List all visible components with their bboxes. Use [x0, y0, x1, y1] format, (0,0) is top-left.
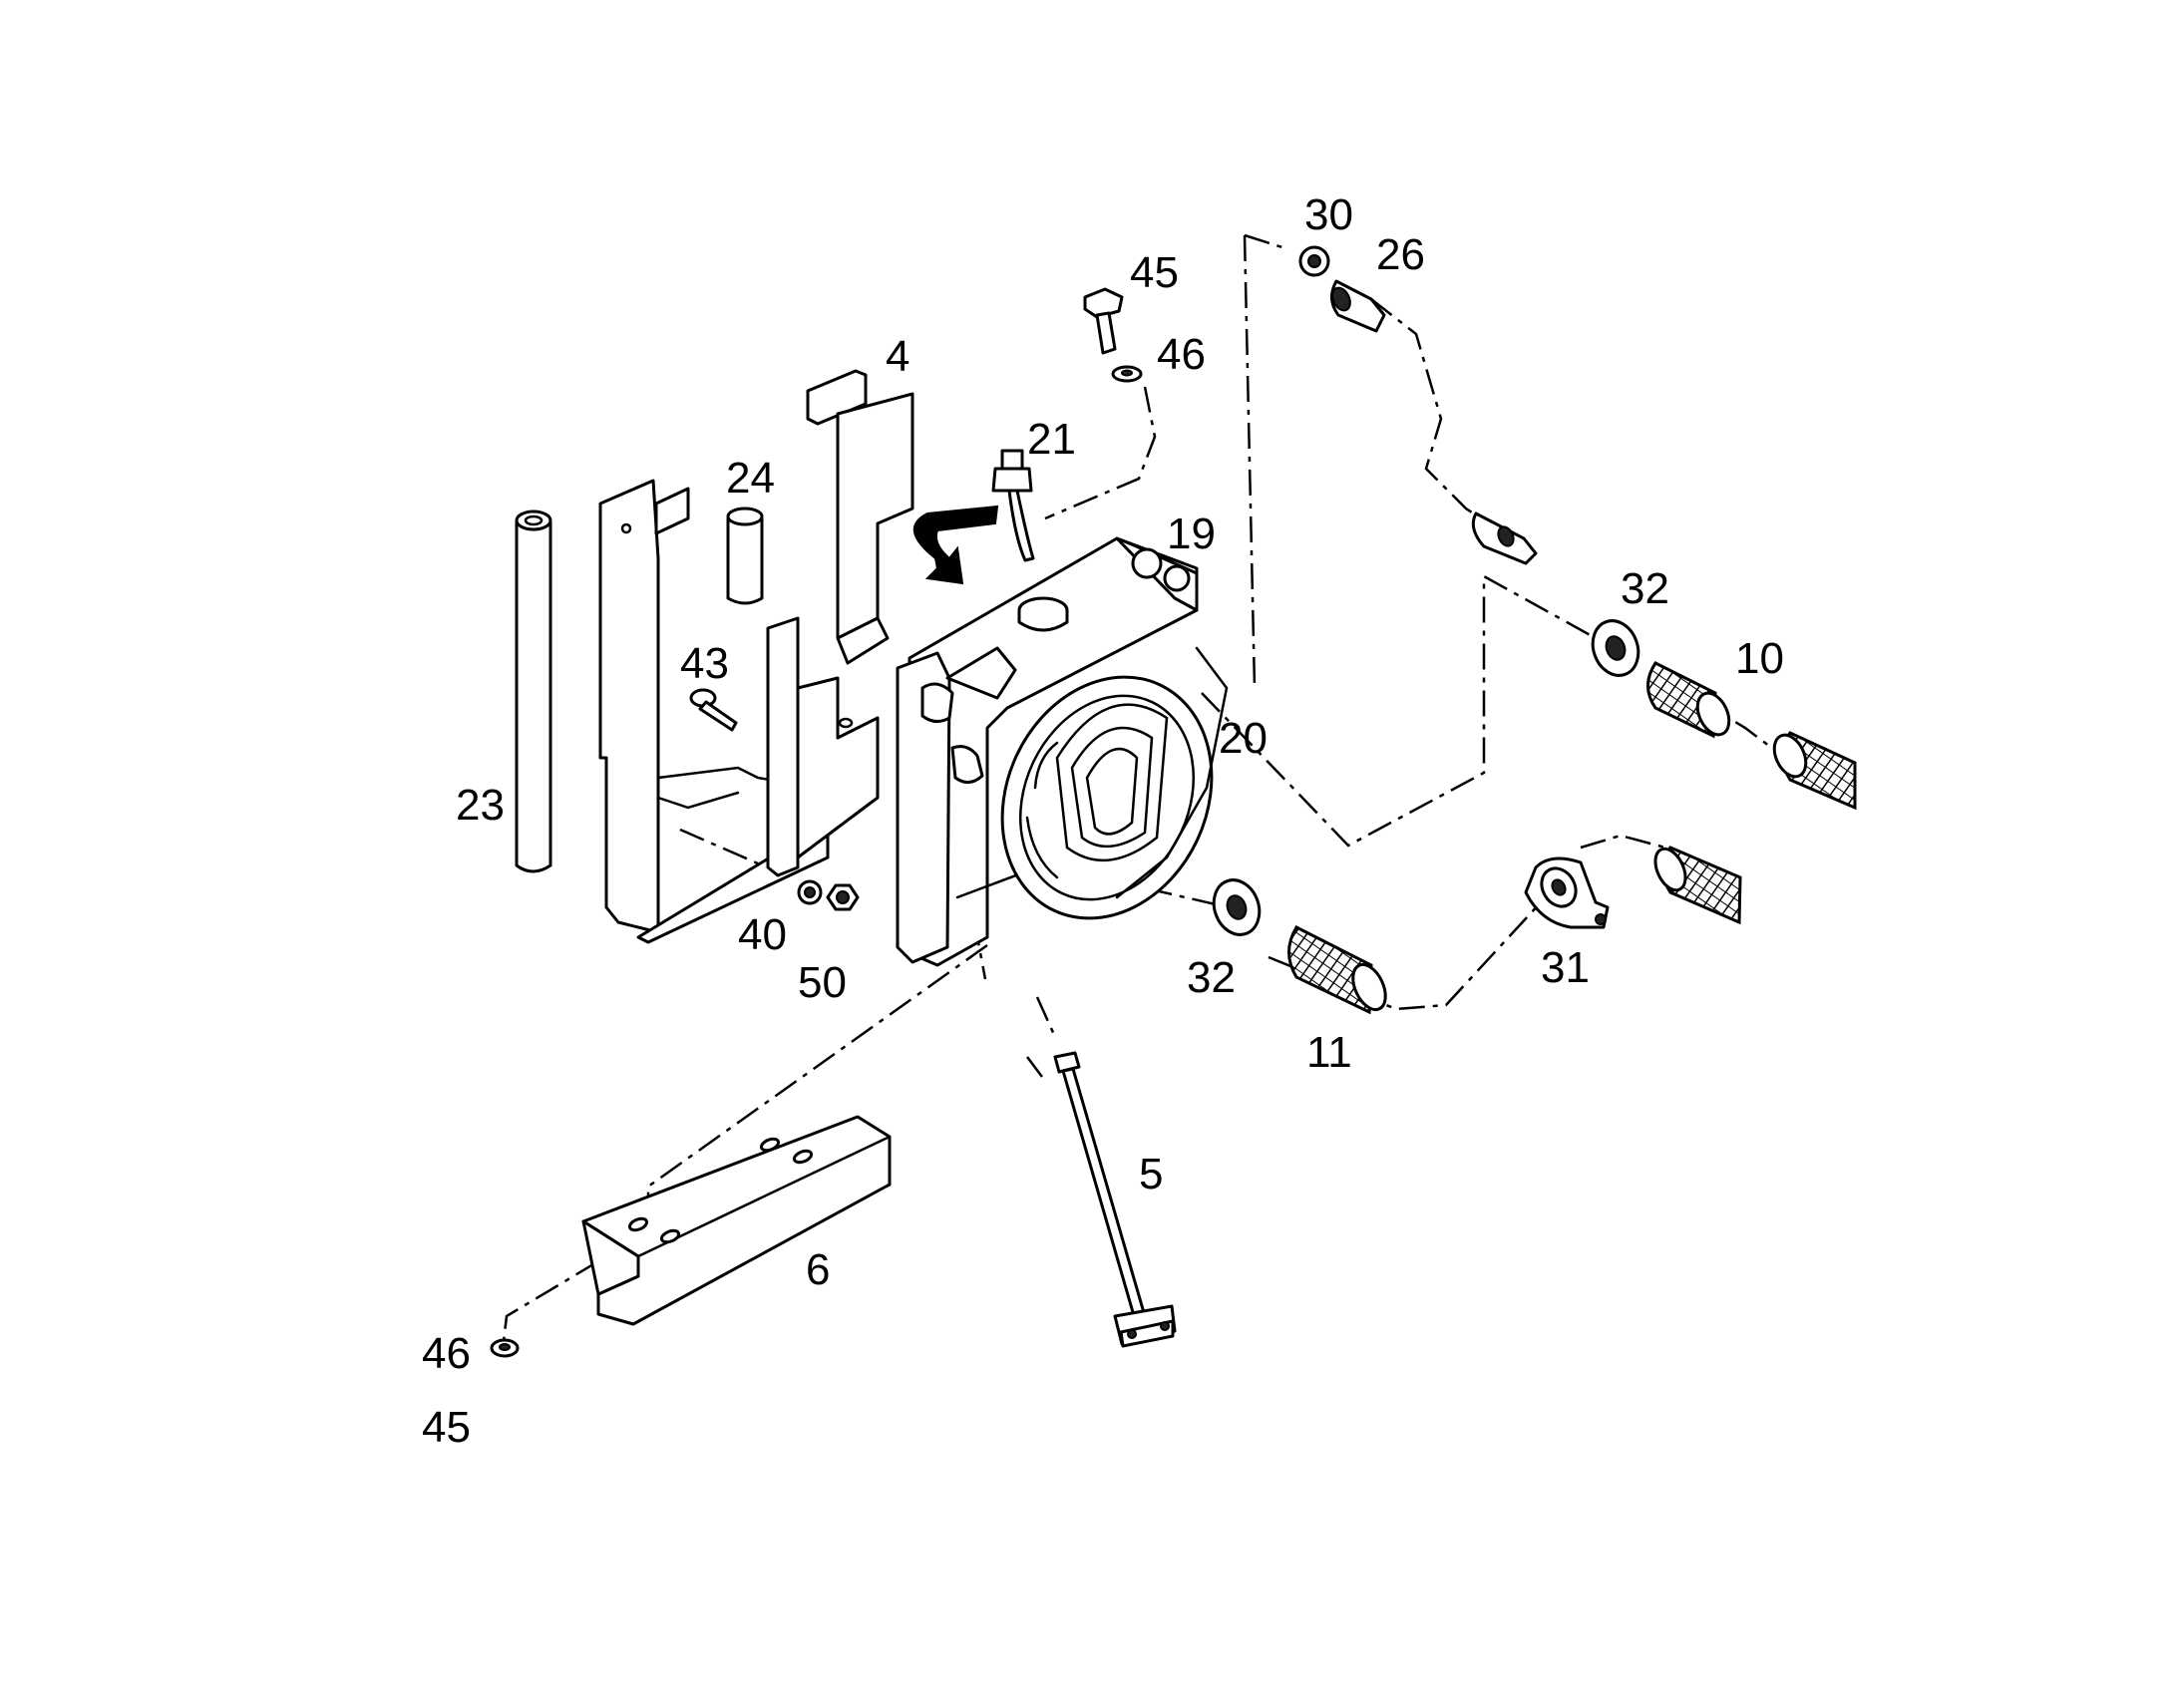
callout-6: 6 — [806, 1245, 830, 1294]
part-21-sensor — [991, 449, 1035, 562]
part-45-bolt-top — [1083, 287, 1124, 355]
part-24-spacer — [726, 507, 764, 605]
callout-24: 24 — [726, 454, 775, 503]
callout-30: 30 — [1304, 190, 1353, 239]
callout-46-bottom: 46 — [422, 1329, 471, 1378]
callout-11: 11 — [1306, 1028, 1352, 1077]
part-6-channel-bracket — [581, 1115, 892, 1326]
part-32-ring-lower — [1212, 878, 1262, 936]
part-30-clamp — [1298, 245, 1330, 277]
direction-arrow — [912, 505, 999, 585]
part-43-bolt — [689, 688, 738, 732]
part-40-washer — [797, 879, 823, 905]
part-50-nut — [826, 883, 860, 911]
callout-5: 5 — [1139, 1150, 1163, 1198]
part-32-ring-upper — [1591, 619, 1640, 677]
callout-50: 50 — [798, 958, 847, 1007]
callout-19: 19 — [1167, 510, 1216, 558]
part-31-filter — [1653, 846, 1742, 925]
part-46-washer-top — [1111, 365, 1143, 383]
callout-4: 4 — [886, 332, 909, 381]
part-31-bracket — [1524, 856, 1610, 929]
part-bracket-plate — [598, 479, 830, 944]
callout-46-top: 46 — [1157, 330, 1206, 379]
callout-26: 26 — [1376, 230, 1425, 279]
part-23-tube — [515, 510, 552, 873]
callout-labels: 45 46 4 21 24 19 30 26 32 10 43 20 23 40… — [422, 190, 1784, 1452]
callout-10: 10 — [1735, 634, 1784, 683]
callout-32-upper: 32 — [1621, 564, 1669, 613]
callout-43: 43 — [680, 639, 729, 688]
part-4-shroud — [806, 369, 914, 665]
callout-20: 20 — [1219, 714, 1268, 763]
part-10-filter — [1646, 661, 1731, 739]
callout-31: 31 — [1541, 943, 1590, 992]
part-11-filter — [1287, 925, 1387, 1015]
part-hose-fitting — [1471, 512, 1538, 565]
part-10-filter-second — [1772, 731, 1857, 811]
callout-32-lower: 32 — [1187, 953, 1236, 1002]
part-mount-plate — [766, 616, 880, 877]
callout-23: 23 — [456, 781, 505, 830]
callout-21: 21 — [1027, 415, 1076, 464]
callout-45-bottom: 45 — [422, 1403, 471, 1452]
part-19-radiator — [896, 536, 1199, 967]
part-26-hose — [1330, 279, 1386, 333]
part-5-support-rod — [1053, 1051, 1177, 1348]
callout-40: 40 — [738, 910, 787, 959]
callout-45-top: 45 — [1130, 248, 1179, 297]
part-46-washer-bottom — [490, 1338, 520, 1358]
part-20-fan-shroud — [1000, 646, 1229, 920]
